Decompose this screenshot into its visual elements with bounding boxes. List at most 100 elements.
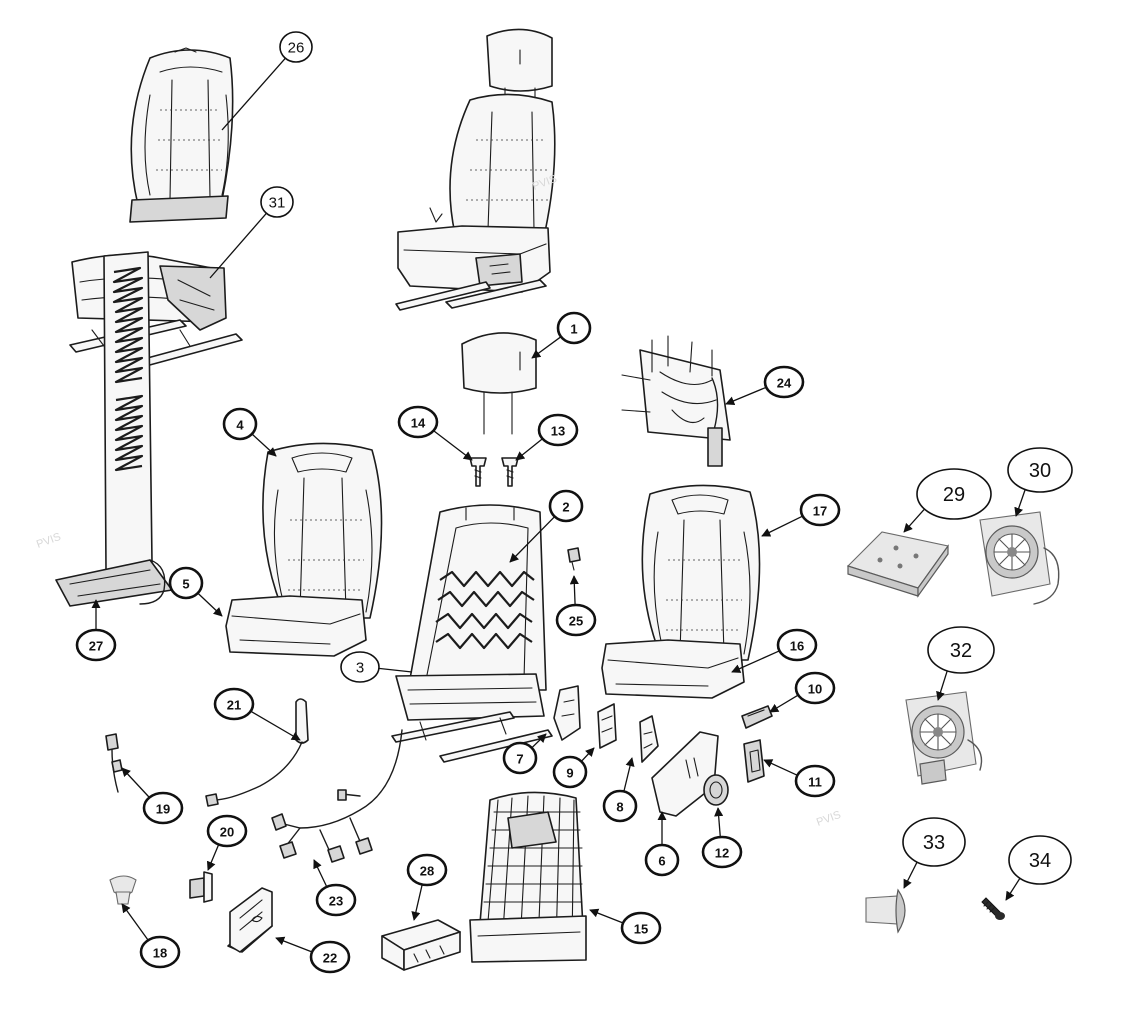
leader-line-12 [714, 807, 724, 838]
part-26-seat-back-assembly [129, 47, 234, 223]
callout-14: 14 [397, 405, 439, 439]
callout-25: 25 [555, 603, 597, 637]
callout-number-3: 3 [356, 660, 364, 677]
callout-number-14: 14 [411, 416, 426, 431]
callout-number-12: 12 [715, 846, 729, 861]
callout-bubble-16 [776, 628, 818, 662]
callout-bubble-10 [794, 671, 836, 705]
leader-line-1 [531, 336, 562, 359]
part-19-harness-connector [105, 733, 123, 793]
callout-bubble-4 [222, 407, 258, 441]
callout-7: 7 [502, 741, 538, 775]
callout-22: 22 [309, 940, 351, 974]
leader-line-16 [731, 650, 780, 673]
callout-34: 34 [1008, 835, 1072, 885]
callout-24: 24 [763, 365, 805, 399]
part-28-seat-control-module [381, 919, 461, 971]
callout-30: 30 [1007, 447, 1073, 493]
callout-number-29: 29 [943, 484, 965, 506]
callout-10: 10 [794, 671, 836, 705]
callout-13: 13 [537, 413, 579, 447]
callout-31: 31 [260, 186, 294, 218]
callout-number-8: 8 [616, 800, 623, 815]
callout-number-30: 30 [1029, 460, 1051, 482]
leader-line-19 [121, 767, 150, 798]
callout-bubble-32 [927, 626, 995, 674]
callout-number-13: 13 [551, 424, 565, 439]
part-23-seat-wiring-harness [271, 729, 403, 863]
callout-bubble-1 [556, 311, 592, 345]
leader-line-31 [209, 212, 267, 279]
callout-12: 12 [701, 835, 743, 869]
part-14-head-restraint-guide [469, 457, 487, 487]
leader-line-17 [761, 515, 803, 537]
leader-line-15 [589, 908, 624, 924]
leader-line-3 [378, 667, 413, 673]
leader-line-20 [206, 844, 220, 871]
callout-number-1: 1 [570, 322, 577, 337]
part-33-push-fastener [865, 888, 906, 934]
callout-number-20: 20 [220, 825, 234, 840]
callout-bubble-18 [139, 935, 181, 969]
part-25-clip [567, 547, 581, 571]
callout-bubble-8 [602, 789, 638, 823]
callout-bubble-14 [397, 405, 439, 439]
callout-bubble-22 [309, 940, 351, 974]
callout-number-11: 11 [808, 775, 822, 790]
part-27-cushion-heater-mat [55, 251, 173, 607]
callout-number-26: 26 [288, 40, 305, 57]
callout-number-33: 33 [923, 832, 945, 854]
part-22-seat-switch-module [227, 887, 273, 953]
callout-bubble-9 [552, 755, 588, 789]
leader-line-10 [769, 694, 799, 713]
callout-number-31: 31 [269, 195, 286, 212]
leader-line-11 [763, 759, 798, 776]
leader-line-29 [903, 508, 925, 533]
callout-number-22: 22 [323, 951, 337, 966]
part-1-head-restraint [461, 332, 537, 435]
callout-bubble-27 [75, 628, 117, 662]
callout-number-10: 10 [808, 682, 822, 697]
callout-32: 32 [927, 626, 995, 674]
callout-bubble-24 [763, 365, 805, 399]
callout-number-24: 24 [777, 376, 792, 391]
part-9-side-trim [597, 703, 617, 749]
callout-bubble-6 [644, 843, 680, 877]
leader-line-7 [531, 733, 547, 749]
callout-bubble-23 [315, 883, 357, 917]
callout-6: 6 [644, 843, 680, 877]
part-20-push-pin [189, 871, 213, 903]
part-16-seat-cushion-cover [601, 639, 745, 699]
callout-number-7: 7 [516, 752, 523, 767]
leader-line-13 [515, 438, 543, 461]
callout-27: 27 [75, 628, 117, 662]
callout-29: 29 [916, 468, 992, 520]
part-10-switch-bezel [741, 705, 773, 729]
callout-17: 17 [799, 493, 841, 527]
callout-16: 16 [776, 628, 818, 662]
part-2-seat-back-frame [407, 504, 547, 691]
callout-4: 4 [222, 407, 258, 441]
callout-19: 19 [142, 791, 184, 825]
part-29-mounting-plate [846, 531, 949, 598]
callout-1: 1 [556, 311, 592, 345]
leader-line-8 [623, 757, 635, 792]
leader-line-21 [250, 710, 301, 741]
callout-bubble-3 [340, 651, 380, 683]
leader-line-24 [725, 386, 767, 406]
callout-bubble-2 [548, 489, 584, 523]
leader-line-28 [411, 884, 423, 921]
callout-bubble-12 [701, 835, 743, 869]
part-12-recliner-knob [703, 774, 729, 806]
callout-number-17: 17 [813, 504, 827, 519]
leader-line-14 [433, 430, 473, 461]
callout-11: 11 [794, 764, 836, 798]
callout-bubble-29 [916, 468, 992, 520]
part-13-head-restraint-guide [501, 457, 519, 487]
part-6-seat-side-shield [651, 731, 719, 817]
callout-bubble-33 [902, 817, 966, 867]
callout-28: 28 [406, 853, 448, 887]
watermark: PVIS [35, 531, 63, 551]
part-7-recliner-cover [553, 685, 581, 741]
